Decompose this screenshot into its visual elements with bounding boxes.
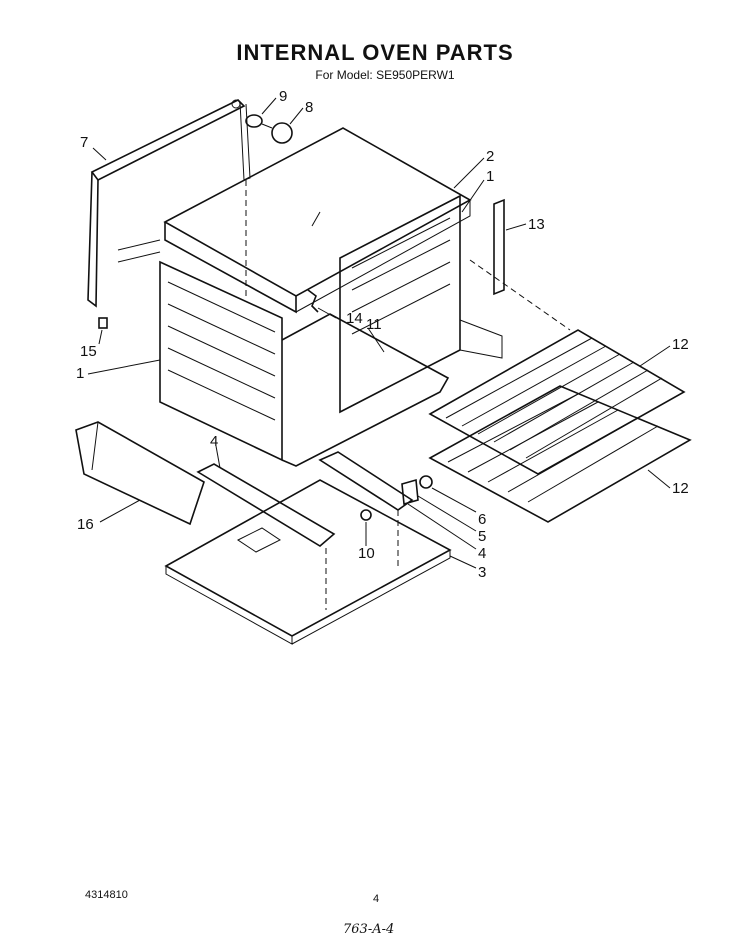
callout-12-lower: 12 bbox=[672, 480, 689, 497]
part-3-bottom-pan bbox=[164, 479, 452, 645]
part-2-oven-top bbox=[163, 127, 472, 314]
page-number: 4 bbox=[373, 893, 380, 905]
callout-1-upper: 1 bbox=[486, 168, 494, 185]
callout-4-right: 4 bbox=[478, 545, 486, 562]
part-8-light-bulb bbox=[261, 122, 293, 144]
part-7-rear-bracket bbox=[87, 99, 251, 308]
callout-14: 14 bbox=[346, 310, 363, 327]
page-title: INTERNAL OVEN PARTS bbox=[236, 40, 514, 65]
part-10-screw bbox=[360, 509, 372, 521]
callout-1-lower: 1 bbox=[76, 365, 84, 382]
leader-lines bbox=[87, 97, 671, 569]
callout-12-upper: 12 bbox=[672, 336, 689, 353]
part-4-bake-element-right bbox=[318, 451, 414, 511]
part-4-bake-element-left bbox=[196, 463, 336, 547]
part-1-left-rack-support bbox=[117, 239, 283, 462]
callout-5: 5 bbox=[478, 528, 486, 545]
callout-16: 16 bbox=[77, 516, 94, 533]
callout-7: 7 bbox=[80, 134, 88, 151]
callout-10: 10 bbox=[358, 545, 375, 562]
callout-2: 2 bbox=[486, 148, 494, 165]
callout-11: 11 bbox=[366, 316, 382, 333]
callout-3: 3 bbox=[478, 564, 486, 581]
handwritten-note: 763-A-4 bbox=[343, 922, 395, 937]
part-6-terminal bbox=[419, 475, 433, 489]
part-13-trim-strip bbox=[493, 198, 505, 296]
callout-9: 9 bbox=[279, 88, 287, 105]
part-15-fastener bbox=[98, 317, 108, 329]
document-number: 4314810 bbox=[85, 889, 128, 901]
callout-13: 13 bbox=[528, 216, 545, 233]
part-1-right-rack-support bbox=[339, 194, 503, 414]
callout-6: 6 bbox=[478, 511, 486, 528]
callout-15: 15 bbox=[80, 343, 97, 360]
part-5-bracket bbox=[401, 478, 419, 506]
callout-4-left: 4 bbox=[210, 433, 218, 450]
callout-8: 8 bbox=[305, 99, 313, 116]
part-11-oven-bottom bbox=[281, 313, 450, 467]
model-subtitle: For Model: SE950PERW1 bbox=[315, 68, 455, 82]
part-14-clip bbox=[307, 289, 319, 313]
part-9-lamp-socket bbox=[245, 114, 263, 128]
part-12-lower-rack bbox=[428, 385, 692, 523]
part-16-deflector bbox=[75, 421, 205, 526]
